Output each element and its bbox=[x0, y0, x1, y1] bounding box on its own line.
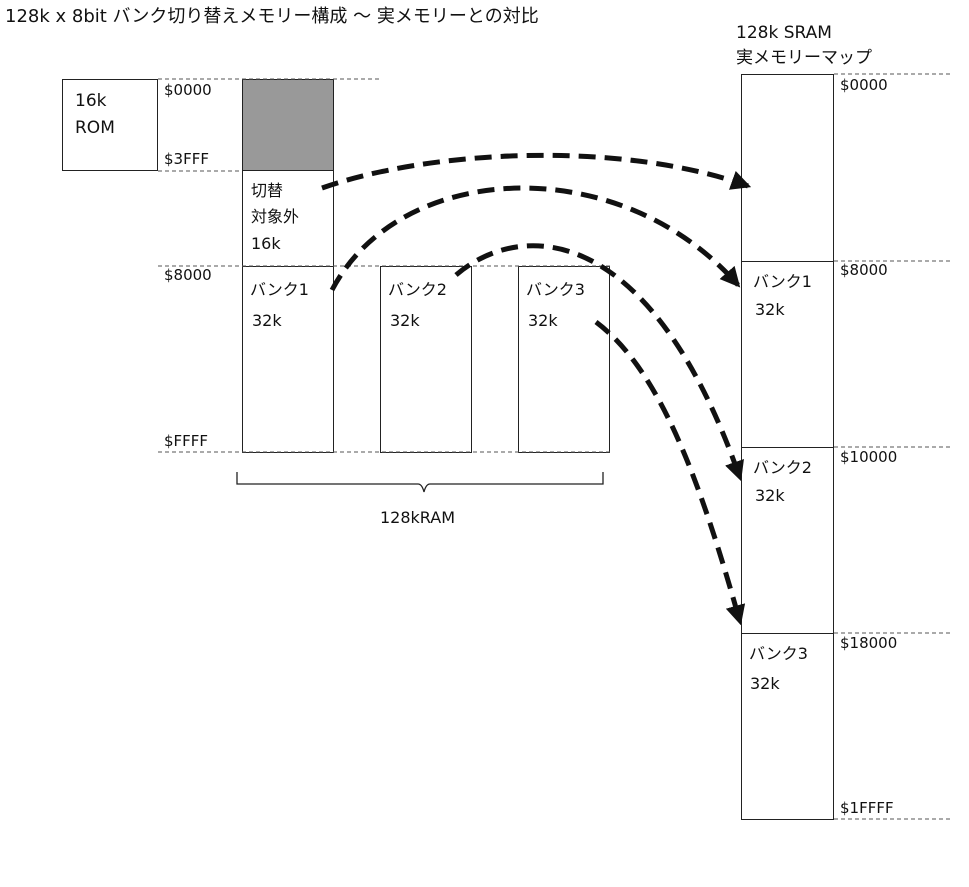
cpu-addr-8000: $8000 bbox=[164, 266, 212, 284]
sram-bank3-size: 32k bbox=[750, 674, 780, 693]
cpu-addr-0000: $0000 bbox=[164, 81, 212, 99]
fixed-label-1: 切替 bbox=[251, 181, 284, 200]
diagram-title: 128k x 8bit バンク切り替えメモリー構成 〜 実メモリーとの対比 bbox=[5, 6, 539, 27]
sram-bank3-block bbox=[741, 633, 834, 820]
cpu-addr-ffff: $FFFF bbox=[164, 432, 209, 450]
rom-label-size: 16k bbox=[75, 91, 107, 111]
sram-bank1-size: 32k bbox=[755, 300, 785, 319]
cpu-bank2-block bbox=[380, 266, 472, 453]
cpu-bank1-block bbox=[242, 266, 334, 453]
sram-title-line1: 128k SRAM bbox=[736, 23, 832, 43]
sram-addr-0000: $0000 bbox=[840, 76, 888, 94]
sram-bank2-name: バンク2 bbox=[753, 458, 812, 477]
cpu-bank2-size: 32k bbox=[390, 311, 420, 330]
cpu-bank3-name: バンク3 bbox=[526, 280, 585, 299]
sram-addr-10000: $10000 bbox=[840, 448, 898, 466]
sram-fixed-block bbox=[741, 74, 834, 262]
sram-addr-8000: $8000 bbox=[840, 261, 888, 279]
rom-label-name: ROM bbox=[75, 118, 115, 138]
rom-block bbox=[62, 79, 158, 171]
sram-addr-18000: $18000 bbox=[840, 634, 898, 652]
sram-bank2-size: 32k bbox=[755, 486, 785, 505]
arrow-fixed-to-sram bbox=[321, 152, 752, 191]
fixed-label-2: 対象外 bbox=[251, 207, 300, 226]
sram-bank3-name: バンク3 bbox=[749, 644, 808, 663]
cpu-addr-3fff: $3FFF bbox=[164, 150, 209, 168]
cpu-bank1-size: 32k bbox=[252, 311, 282, 330]
sram-title-line2: 実メモリーマップ bbox=[736, 48, 872, 68]
cpu-bank3-size: 32k bbox=[528, 311, 558, 330]
cpu-bank3-block bbox=[518, 266, 610, 453]
cpu-bank1-name: バンク1 bbox=[250, 280, 309, 299]
sram-bank2-block bbox=[741, 447, 834, 634]
arrow-bank1-to-sram bbox=[329, 185, 741, 292]
fixed-label-3: 16k bbox=[251, 234, 281, 253]
sram-addr-1ffff: $1FFFF bbox=[840, 799, 894, 817]
ram-brace-label: 128kRAM bbox=[380, 508, 456, 527]
ram-brace bbox=[236, 472, 604, 493]
arrow-bank3-to-sram bbox=[594, 320, 746, 626]
arrow-bank2-to-sram bbox=[454, 243, 744, 482]
cpu-bank2-name: バンク2 bbox=[388, 280, 447, 299]
sram-bank1-name: バンク1 bbox=[753, 272, 812, 291]
sram-bank1-block bbox=[741, 261, 834, 448]
